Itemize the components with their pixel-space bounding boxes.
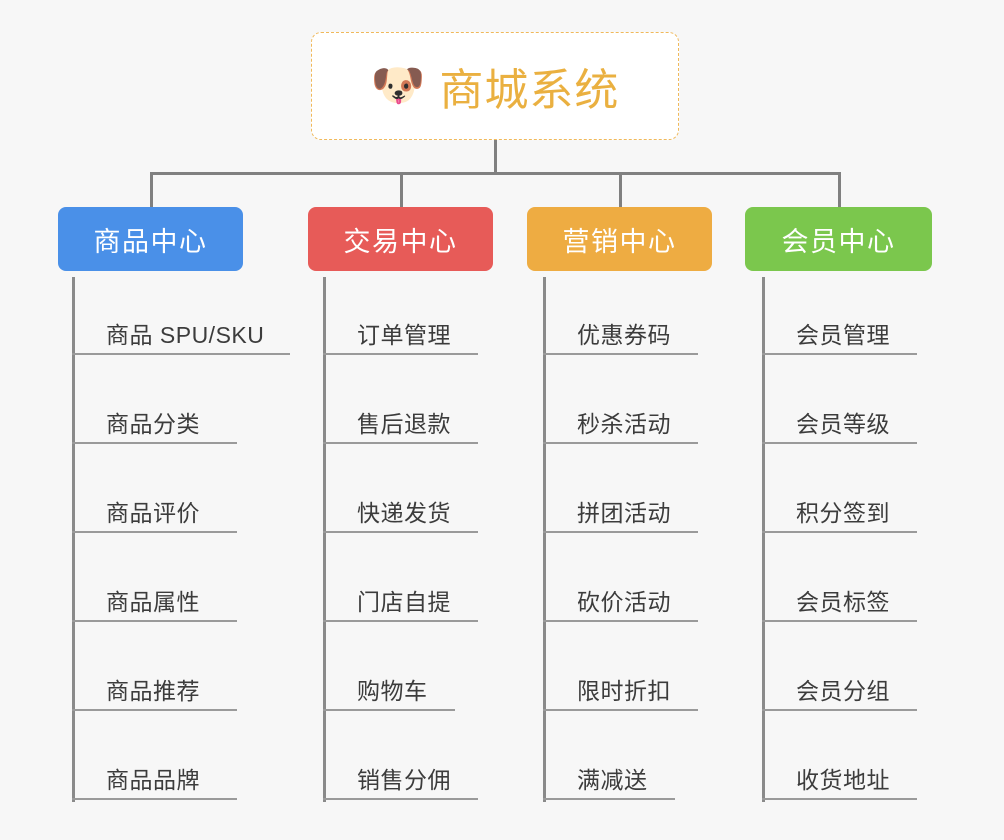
branch-spine-product-center <box>72 277 75 802</box>
category-label: 交易中心 <box>343 226 458 257</box>
branch-spine-marketing-center <box>543 277 546 802</box>
root-node[interactable]: 🐶 商城系统 <box>311 32 679 140</box>
leaf-item[interactable]: 优惠券码 <box>543 299 698 355</box>
leaf-label: 积分签到 <box>796 500 890 526</box>
branch-drop-connector-member-center <box>837 172 841 207</box>
leaf-item[interactable]: 积分签到 <box>762 477 917 533</box>
leaf-label: 购物车 <box>357 678 428 704</box>
leaf-item[interactable]: 商品属性 <box>72 566 237 622</box>
leaf-item[interactable]: 订单管理 <box>323 299 478 355</box>
leaf-item[interactable]: 满减送 <box>543 744 675 800</box>
leaf-label: 满减送 <box>577 767 648 793</box>
leaf-item[interactable]: 商品推荐 <box>72 655 237 711</box>
leaf-label: 会员标签 <box>796 589 890 615</box>
leaf-label: 商品 SPU/SKU <box>106 322 265 348</box>
leaf-item[interactable]: 售后退款 <box>323 388 478 444</box>
branch-drop-connector-trade-center <box>399 172 403 207</box>
leaf-label: 收货地址 <box>796 767 890 793</box>
root-title: 商城系统 <box>439 66 620 115</box>
leaf-item[interactable]: 拼团活动 <box>543 477 698 533</box>
leaf-item[interactable]: 商品品牌 <box>72 744 237 800</box>
leaf-item[interactable]: 会员等级 <box>762 388 917 444</box>
leaf-label: 销售分佣 <box>357 767 451 793</box>
leaf-label: 售后退款 <box>357 411 451 437</box>
leaf-item[interactable]: 会员管理 <box>762 299 917 355</box>
leaf-item[interactable]: 砍价活动 <box>543 566 698 622</box>
leaf-item[interactable]: 商品 SPU/SKU <box>72 299 290 355</box>
leaf-item[interactable]: 门店自提 <box>323 566 478 622</box>
leaf-label: 商品推荐 <box>106 678 200 704</box>
leaf-label: 商品分类 <box>106 411 200 437</box>
leaf-label: 限时折扣 <box>577 678 671 704</box>
leaf-item[interactable]: 收货地址 <box>762 744 917 800</box>
leaf-label: 优惠券码 <box>577 322 671 348</box>
leaf-item[interactable]: 秒杀活动 <box>543 388 698 444</box>
leaf-label: 订单管理 <box>357 322 451 348</box>
branch-drop-connector-product-center <box>149 172 153 207</box>
leaf-item[interactable]: 商品分类 <box>72 388 237 444</box>
leaf-item[interactable]: 快递发货 <box>323 477 478 533</box>
branch-spine-trade-center <box>323 277 326 802</box>
leaf-item[interactable]: 商品评价 <box>72 477 237 533</box>
leaf-label: 门店自提 <box>357 589 451 615</box>
leaf-label: 商品属性 <box>106 589 200 615</box>
category-box-member-center[interactable]: 会员中心 <box>745 207 932 271</box>
leaf-label: 商品品牌 <box>106 767 200 793</box>
leaf-item[interactable]: 销售分佣 <box>323 744 478 800</box>
shiba-dog-face-icon: 🐶 <box>370 61 426 110</box>
leaf-label: 商品评价 <box>106 500 200 526</box>
category-label: 会员中心 <box>781 226 896 257</box>
leaf-label: 会员管理 <box>796 322 890 348</box>
leaf-label: 砍价活动 <box>577 589 671 615</box>
leaf-item[interactable]: 会员分组 <box>762 655 917 711</box>
leaf-label: 会员等级 <box>796 411 890 437</box>
leaf-label: 会员分组 <box>796 678 890 704</box>
leaf-item[interactable]: 购物车 <box>323 655 455 711</box>
leaf-label: 拼团活动 <box>577 500 671 526</box>
root-stem-connector <box>494 140 497 175</box>
category-box-marketing-center[interactable]: 营销中心 <box>527 207 712 271</box>
branch-drop-connector-marketing-center <box>618 172 622 207</box>
leaf-label: 快递发货 <box>357 500 451 526</box>
leaf-item[interactable]: 限时折扣 <box>543 655 698 711</box>
category-box-product-center[interactable]: 商品中心 <box>58 207 243 271</box>
category-label: 商品中心 <box>93 226 208 257</box>
horizontal-bus-connector <box>149 172 841 175</box>
leaf-label: 秒杀活动 <box>577 411 671 437</box>
category-box-trade-center[interactable]: 交易中心 <box>308 207 493 271</box>
category-label: 营销中心 <box>562 226 677 257</box>
branch-spine-member-center <box>762 277 765 802</box>
leaf-item[interactable]: 会员标签 <box>762 566 917 622</box>
